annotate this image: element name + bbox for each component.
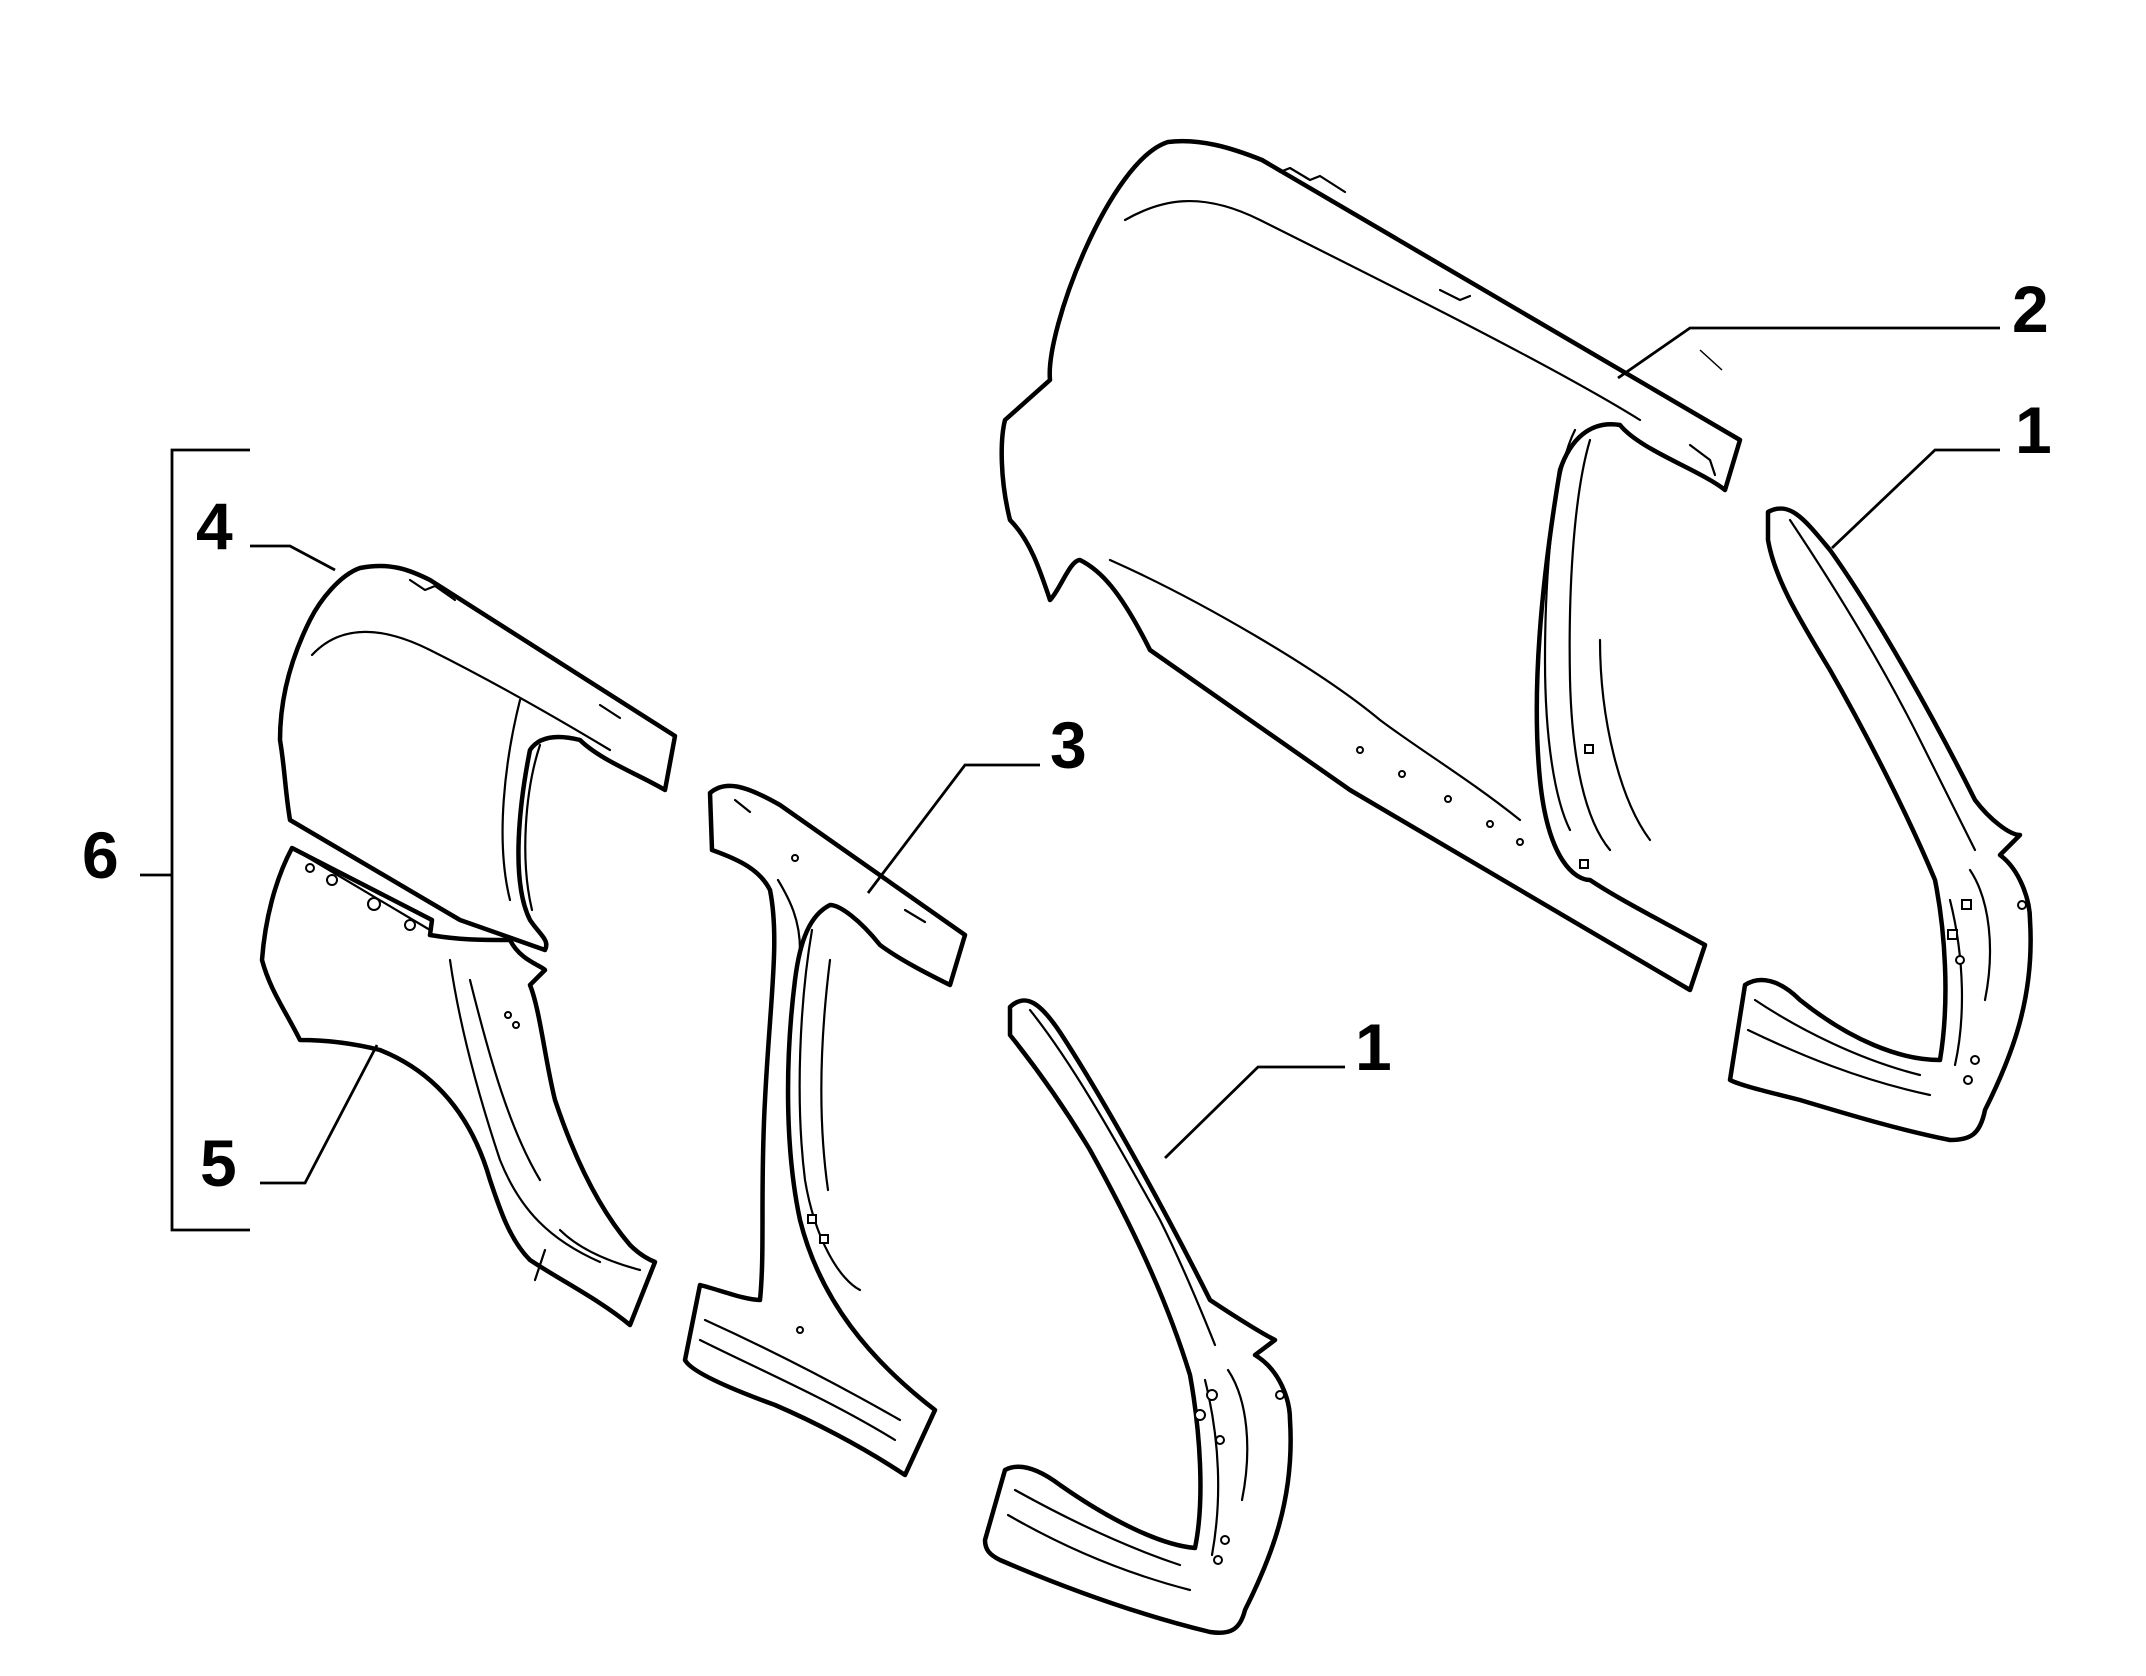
callout-assembly-group: 6: [82, 818, 119, 892]
part-upper-rear-panel: [277, 563, 678, 953]
part-rear-side-panel: [999, 138, 1743, 993]
callout-center-pillar: 3: [1050, 708, 1087, 782]
part-front-pillar-left: [982, 998, 1293, 1635]
callout-upper-rear-panel: 4: [196, 489, 233, 563]
leader-lower-rear-panel: [260, 1044, 379, 1185]
part-center-pillar: [682, 783, 968, 1478]
callout-rear-side-panel: 2: [2012, 272, 2049, 346]
assembly-bracket: [170, 448, 250, 1232]
leader-center-pillar: [866, 763, 1040, 894]
callout-labels: 1 2 1 3 4 5 6: [82, 272, 2052, 1200]
callout-front-pillar-right: 1: [2015, 393, 2052, 467]
callout-lower-rear-panel: 5: [200, 1126, 237, 1200]
part-lower-rear-panel: [259, 845, 658, 1328]
leader-upper-rear-panel: [250, 544, 336, 572]
part-front-pillar-right: [1727, 506, 2033, 1143]
leader-rear-side-panel: [1617, 326, 2000, 380]
callout-front-pillar-left: 1: [1355, 1010, 1392, 1084]
leader-lines: [140, 326, 2000, 1232]
leader-front-pillar-left: [1164, 1065, 1345, 1160]
leader-front-pillar-right: [1831, 448, 2000, 550]
